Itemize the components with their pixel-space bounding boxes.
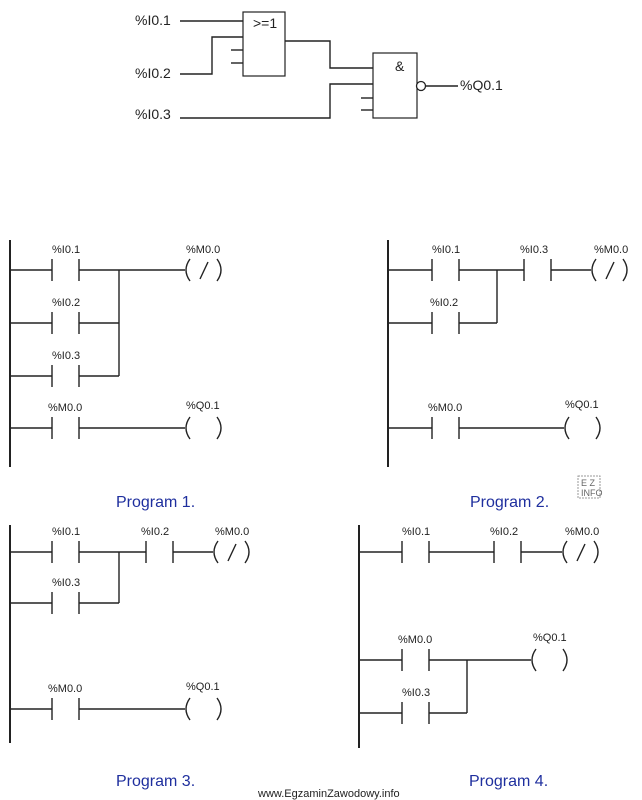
contact-no	[431, 259, 460, 281]
negation-bubble	[415, 80, 427, 92]
contact-no	[401, 702, 430, 724]
contact-no	[401, 541, 430, 563]
contact-no	[51, 541, 80, 563]
contact-label: %M0.0	[48, 402, 82, 414]
coil-negated	[185, 258, 222, 282]
contact-label: %I0.1	[52, 244, 80, 256]
contact-label: %I0.3	[52, 577, 80, 589]
contact-no	[51, 312, 80, 334]
contact-label: %I0.2	[490, 526, 518, 538]
svg-text:E Z: E Z	[581, 478, 596, 488]
input-label-i01: %I0.1	[135, 12, 171, 28]
or-gate	[242, 11, 286, 77]
contact-label: %I0.1	[432, 244, 460, 256]
contact-no	[431, 312, 460, 334]
coil-label: %Q0.1	[533, 632, 567, 644]
coil-label: %Q0.1	[186, 681, 220, 693]
contact-label: %M0.0	[48, 683, 82, 695]
contact-label: %I0.3	[520, 244, 548, 256]
contact-no	[51, 417, 80, 439]
and-gate	[372, 52, 418, 119]
watermark-site-text: www.EgzaminZawodowy.info	[257, 788, 400, 800]
program-title: Program 1.	[116, 494, 195, 511]
contact-no	[51, 365, 80, 387]
input-label-i02: %I0.2	[135, 65, 171, 81]
coil	[564, 416, 601, 440]
coil-label: %Q0.1	[186, 400, 220, 412]
contact-no	[51, 698, 80, 720]
coil-label: %M0.0	[186, 244, 220, 256]
input-label-i03: %I0.3	[135, 106, 171, 122]
contact-no	[51, 592, 80, 614]
coil	[185, 416, 222, 440]
contact-no	[431, 417, 460, 439]
coil-negated	[591, 258, 628, 282]
contact-label: %I0.2	[141, 526, 169, 538]
coil-label: %M0.0	[594, 244, 628, 256]
contact-no	[401, 649, 430, 671]
logic-diagram: %I0.1 %I0.2 %I0.3 >=1 & %Q0.1	[135, 11, 503, 122]
coil-label: %M0.0	[215, 526, 249, 538]
contact-label: %I0.1	[52, 526, 80, 538]
contact-label: %I0.3	[52, 350, 80, 362]
contact-label: %I0.2	[430, 297, 458, 309]
ladder-program-2: %I0.1 %I0.2 %I0.3 %M0.0 %M0	[387, 240, 628, 511]
contact-no	[145, 541, 174, 563]
contact-no	[523, 259, 552, 281]
program-title: Program 3.	[116, 773, 195, 790]
program-title: Program 4.	[469, 773, 548, 790]
ladder-program-1: %I0.1 %I0.2 %I0.3 %M0.0	[9, 240, 222, 511]
contact-label: %I0.1	[402, 526, 430, 538]
coil-negated	[562, 540, 599, 564]
coil	[185, 697, 222, 721]
watermark-logo: E Z INFO	[577, 475, 603, 499]
contact-no	[51, 259, 80, 281]
coil-negated	[213, 540, 250, 564]
coil-label: %Q0.1	[565, 399, 599, 411]
and-gate-symbol: &	[395, 58, 405, 74]
logic-wires	[180, 20, 458, 119]
contact-label: %M0.0	[398, 634, 432, 646]
svg-text:INFO: INFO	[581, 488, 603, 498]
or-gate-symbol: >=1	[253, 15, 277, 31]
contact-label: %M0.0	[428, 402, 462, 414]
ladder-program-4: %I0.1 %I0.2 %M0.0 %M0.0 %I0.3	[358, 525, 599, 790]
contact-label: %I0.2	[52, 297, 80, 309]
coil-label: %M0.0	[565, 526, 599, 538]
program-title: Program 2.	[470, 494, 549, 511]
contact-label: %I0.3	[402, 687, 430, 699]
ladder-program-3: %I0.1 %I0.3 %I0.2 %M0.0 %M0	[9, 525, 250, 790]
contact-no	[493, 541, 522, 563]
coil	[531, 648, 568, 672]
output-label-q01: %Q0.1	[460, 77, 503, 93]
